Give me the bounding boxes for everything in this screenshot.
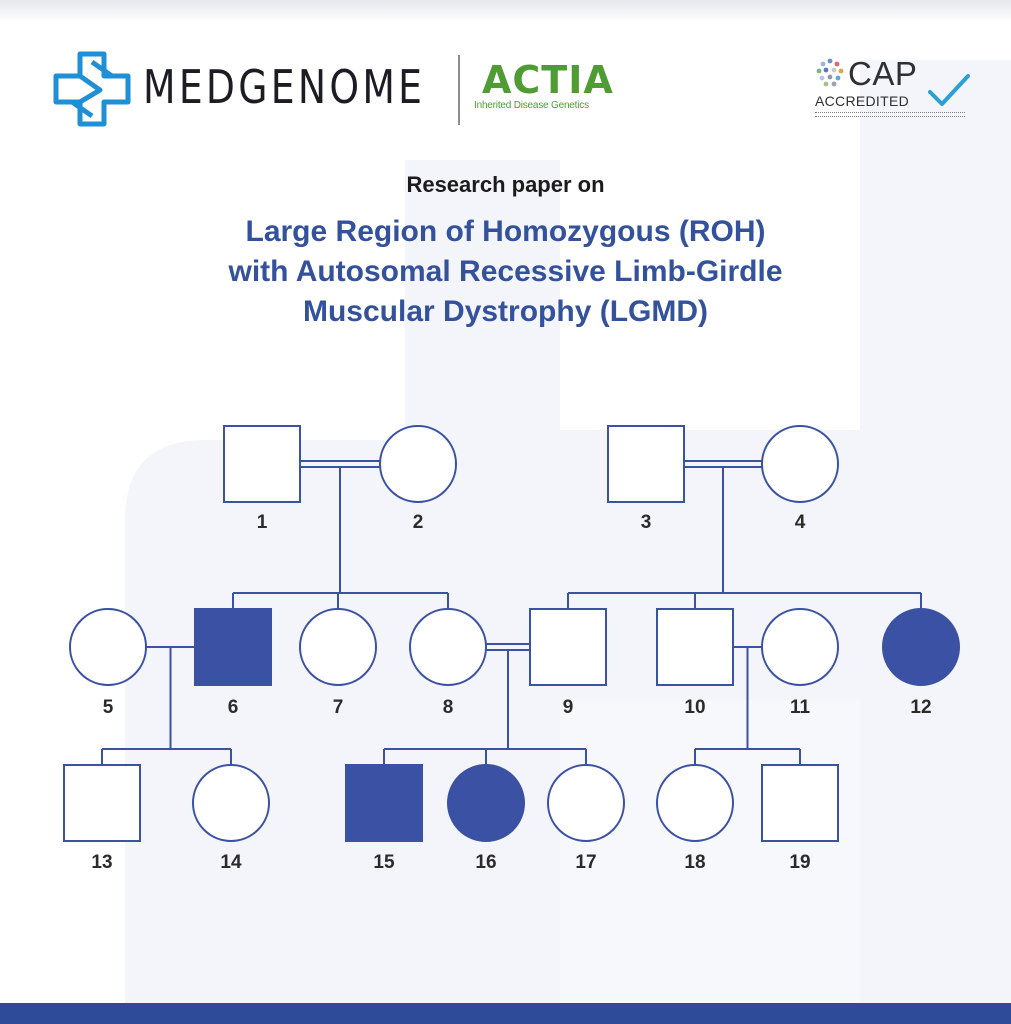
unaffected-male-symbol [656, 608, 734, 686]
top-shadow [0, 0, 1011, 22]
individual-label: 9 [563, 697, 574, 718]
unaffected-female-symbol [547, 764, 625, 842]
unaffected-female-symbol [299, 608, 377, 686]
unaffected-male-symbol [529, 608, 607, 686]
logo-divider [458, 55, 460, 125]
individual-label: 4 [795, 512, 806, 533]
unaffected-female-symbol [379, 425, 457, 503]
individual-label: 18 [684, 852, 705, 873]
individual-label: 10 [684, 697, 705, 718]
individual-label: 6 [228, 697, 239, 718]
page-title: Large Region of Homozygous (ROH) with Au… [0, 212, 1011, 332]
individual-label: 19 [789, 852, 810, 873]
unaffected-female-symbol [761, 425, 839, 503]
medgenome-cross-icon [53, 51, 131, 127]
individual-label: 5 [103, 697, 114, 718]
individual-label: 13 [91, 852, 112, 873]
unaffected-male-symbol [63, 764, 141, 842]
individual-label: 12 [910, 697, 931, 718]
individual-label: 15 [373, 852, 395, 873]
unaffected-female-symbol [69, 608, 147, 686]
logo-bar: MEDGENOME ACTIA Inherited Disease Geneti… [0, 0, 1011, 140]
unaffected-male-symbol [607, 425, 685, 503]
actia-tagline: Inherited Disease Genetics [474, 100, 589, 111]
medgenome-logo: MEDGENOME [143, 60, 426, 114]
unaffected-female-symbol [761, 608, 839, 686]
kicker-text: Research paper on [406, 172, 605, 197]
cap-logo: CAP [848, 55, 918, 92]
individual-label: 16 [475, 852, 496, 873]
individual-label: 1 [257, 512, 268, 533]
unaffected-male-symbol [761, 764, 839, 842]
individual-label: 2 [413, 512, 424, 533]
unaffected-female-symbol [192, 764, 270, 842]
checkmark-icon [928, 74, 970, 106]
affected-male-symbol [345, 764, 423, 842]
individual-label: 14 [220, 852, 242, 873]
title-line: with Autosomal Recessive Limb-Girdle [228, 255, 783, 288]
unaffected-female-symbol [409, 608, 487, 686]
individual-label: 11 [790, 697, 811, 718]
actia-logo: ACTIA [482, 58, 614, 102]
individual-label: 17 [575, 852, 596, 873]
affected-female-symbol [882, 608, 960, 686]
title-line: Muscular Dystrophy (LGMD) [302, 295, 709, 328]
title-line: Large Region of Homozygous (ROH) [245, 215, 766, 248]
cap-fine-print [815, 112, 965, 117]
unaffected-male-symbol [223, 425, 301, 503]
individual-label: 3 [641, 512, 652, 533]
individual-label: 8 [443, 697, 454, 718]
cap-globe-icon [816, 58, 844, 87]
bottom-band [0, 1003, 1011, 1024]
unaffected-female-symbol [656, 764, 734, 842]
affected-male-symbol [194, 608, 272, 686]
cap-accredited-label: ACCREDITED [815, 93, 910, 109]
affected-female-symbol [447, 764, 525, 842]
individual-label: 7 [333, 697, 344, 718]
